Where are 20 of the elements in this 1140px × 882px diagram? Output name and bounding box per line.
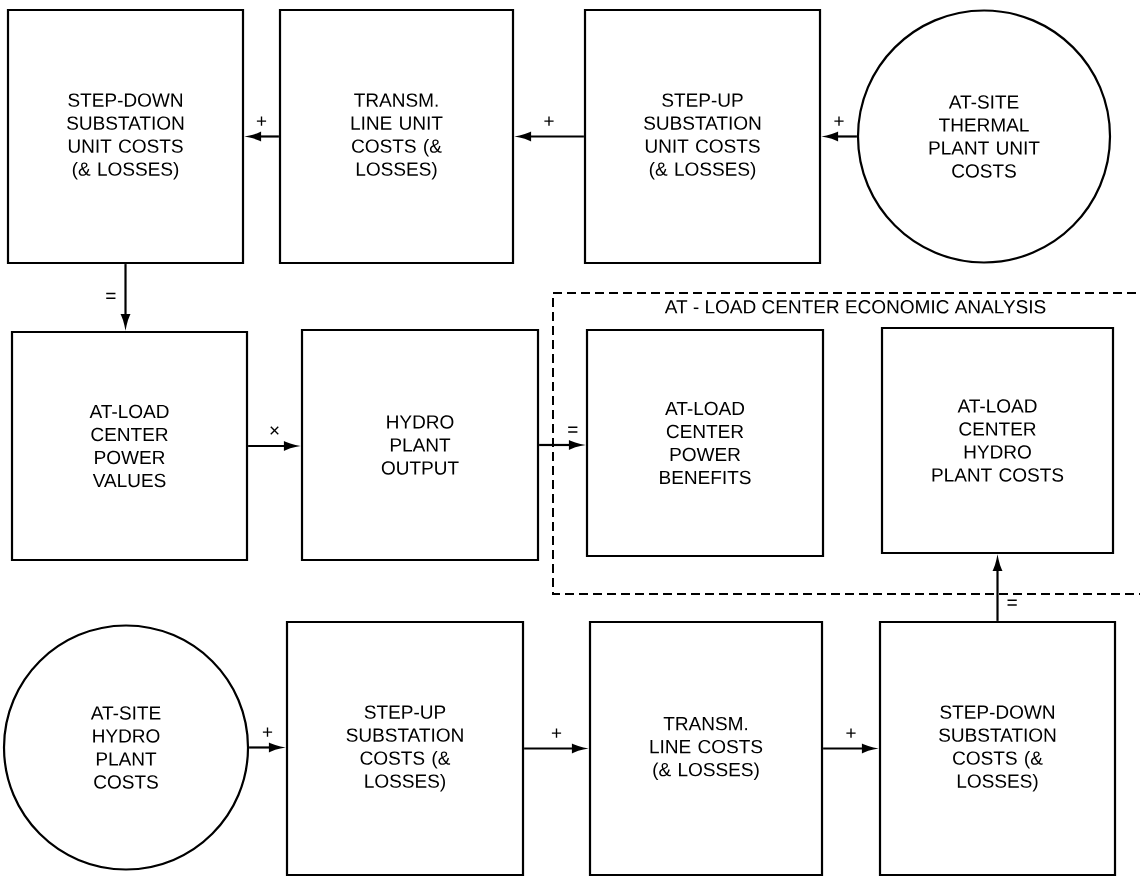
- process-box: AT-LOAD CENTER HYDRO PLANT COSTS: [880, 326, 1115, 555]
- edge-label: +: [548, 726, 565, 742]
- edge-label: +: [253, 114, 270, 130]
- process-box: AT-LOAD CENTER POWER BENEFITS: [585, 328, 825, 558]
- edge-label: +: [831, 114, 847, 130]
- edge-label: =: [565, 424, 581, 438]
- edge-label: ×: [266, 424, 283, 439]
- process-box: STEP-UP SUBSTATION UNIT COSTS (& LOSSES): [583, 8, 822, 265]
- process-box: STEP-DOWN SUBSTATION UNIT COSTS (& LOSSES): [6, 8, 245, 265]
- edge-label: +: [541, 114, 557, 130]
- edge-label: =: [103, 290, 119, 305]
- process-box: STEP-UP SUBSTATION COSTS (& LOSSES): [285, 620, 525, 877]
- process-box: TRANSM. LINE COSTS (& LOSSES): [588, 620, 824, 877]
- edge-label: +: [843, 726, 859, 742]
- process-box: AT-LOAD CENTER POWER VALUES: [10, 330, 249, 562]
- edge-label: =: [1004, 597, 1020, 611]
- process-box: STEP-DOWN SUBSTATION COSTS (& LOSSES): [878, 620, 1117, 877]
- process-box: TRANSM. LINE UNIT COSTS (& LOSSES): [278, 8, 515, 265]
- process-box: HYDRO PLANT OUTPUT: [300, 328, 540, 562]
- edge-label: +: [259, 725, 276, 741]
